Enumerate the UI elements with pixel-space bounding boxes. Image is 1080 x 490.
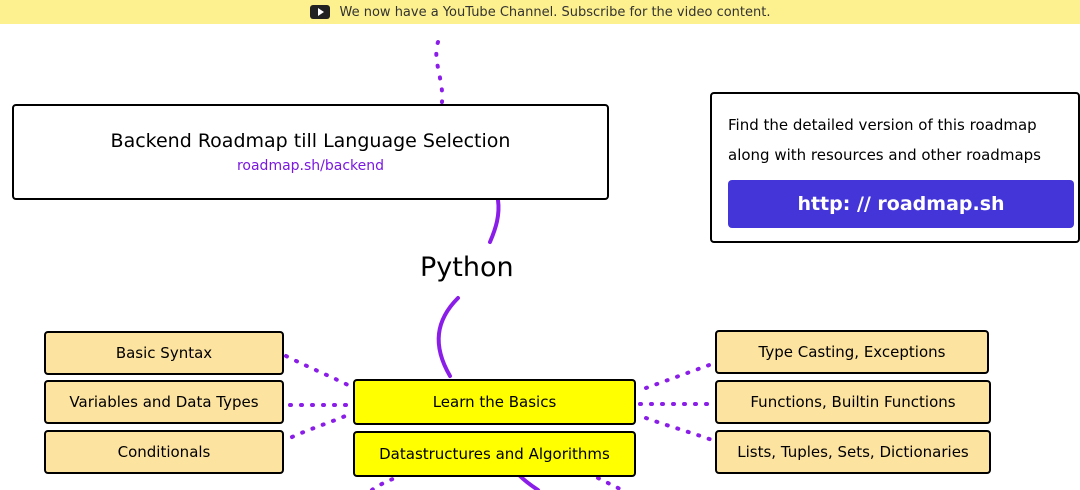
node-learn-basics[interactable]: Learn the Basics [353, 379, 636, 425]
info-card: Find the detailed version of this roadma… [710, 92, 1080, 243]
info-line-2: along with resources and other roadmaps [728, 146, 1041, 164]
node-basic-syntax[interactable]: Basic Syntax [44, 331, 284, 375]
youtube-icon [309, 5, 330, 19]
node-variables-data-types[interactable]: Variables and Data Types [44, 380, 284, 424]
roadmap-link[interactable]: roadmap.sh/backend [236, 158, 385, 174]
node-functions-builtin[interactable]: Functions, Builtin Functions [715, 380, 991, 424]
node-lists-tuples-sets-dicts[interactable]: Lists, Tuples, Sets, Dictionaries [715, 430, 991, 474]
node-conditionals[interactable]: Conditionals [44, 430, 284, 474]
banner-text[interactable]: We now have a YouTube Channel. Subscribe… [339, 4, 771, 20]
roadmap-title: Backend Roadmap till Language Selection [110, 130, 511, 152]
roadmap-title-card: Backend Roadmap till Language Selection … [12, 104, 609, 200]
roadmap-site-button[interactable]: http: // roadmap.sh [728, 180, 1074, 228]
node-type-casting-exceptions[interactable]: Type Casting, Exceptions [715, 330, 989, 374]
language-label: Python [420, 252, 514, 283]
info-line-1: Find the detailed version of this roadma… [728, 116, 1037, 134]
node-datastructures-algorithms[interactable]: Datastructures and Algorithms [353, 431, 636, 477]
announcement-banner[interactable]: We now have a YouTube Channel. Subscribe… [0, 0, 1080, 24]
